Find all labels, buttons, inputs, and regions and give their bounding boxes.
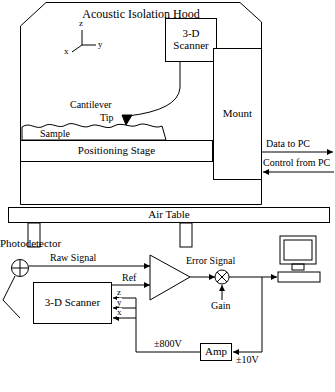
laser-path	[3, 276, 15, 300]
computer-keyboard	[278, 272, 320, 282]
air-table: Air Table	[8, 207, 330, 223]
x-axis	[72, 45, 82, 52]
computer-screen	[284, 240, 312, 260]
multiplier-symbol	[215, 270, 229, 284]
output-wire	[233, 277, 262, 352]
node-label: 3-D Scanner	[166, 28, 216, 51]
sample-surface	[22, 124, 166, 140]
computer-stand	[292, 264, 304, 270]
gain-wire	[222, 285, 223, 300]
laser-path	[3, 300, 20, 318]
node-label: 3-D Scanner	[45, 297, 100, 309]
axis-label: x	[117, 308, 122, 317]
raw-signal-wire	[29, 266, 150, 267]
computer-monitor	[280, 236, 316, 264]
z-axis	[82, 30, 83, 45]
voltage-label: ±10V	[236, 355, 259, 365]
scanner-x-wire	[113, 318, 136, 319]
ref-wire	[112, 285, 150, 286]
axis-label: z	[117, 288, 121, 297]
voltage-label: ±800V	[154, 339, 182, 349]
part-label: Sample	[40, 129, 70, 139]
signal-wire	[113, 298, 200, 352]
node-label: Photodetector	[0, 238, 61, 250]
multiplier-cross	[217, 272, 227, 282]
difference-amplifier	[150, 255, 190, 300]
scanner-box: 3-D Scanner	[165, 18, 217, 62]
scanner-box: 3-D Scanner	[33, 282, 112, 324]
axis-label: y	[98, 40, 103, 49]
amp-box: Amp	[200, 343, 232, 361]
output-wire	[229, 277, 277, 278]
signal-label: Error Signal	[186, 256, 235, 266]
axis-label: x	[64, 47, 69, 56]
mount-box: Mount	[213, 48, 262, 180]
signal-label: Data to PC	[266, 139, 310, 149]
photodetector-symbol	[11, 259, 29, 277]
part-label: Cantilever	[70, 100, 112, 110]
error-wire	[190, 277, 215, 278]
signal-label: Ref	[122, 273, 136, 283]
multiplier-cross	[217, 272, 227, 282]
y-axis	[82, 45, 96, 46]
node-label: Air Table	[148, 209, 190, 221]
node-label: Positioning Stage	[78, 145, 155, 157]
signal-label: Control from PC	[263, 158, 330, 168]
part-label: Tip	[100, 113, 114, 123]
photodetector-symbol	[12, 260, 29, 277]
table-leg	[180, 223, 192, 247]
signal-label: Raw Signal	[50, 253, 96, 263]
hood-enclosure: Acoustic Isolation Hood3-D ScannerMountP…	[20, 2, 262, 205]
axis-label: y	[117, 298, 122, 307]
tip	[122, 115, 132, 125]
cantilever	[128, 60, 180, 116]
control-wire	[263, 172, 334, 173]
hood-outline	[21, 3, 262, 205]
axis-label: z	[79, 19, 83, 28]
photodetector-cross	[12, 268, 28, 269]
stage-box: Positioning Stage	[20, 140, 213, 162]
node-label: Amp	[205, 346, 227, 358]
node-label: Mount	[223, 108, 252, 120]
signal-label: Gain	[211, 301, 230, 311]
data-wire	[262, 152, 333, 153]
